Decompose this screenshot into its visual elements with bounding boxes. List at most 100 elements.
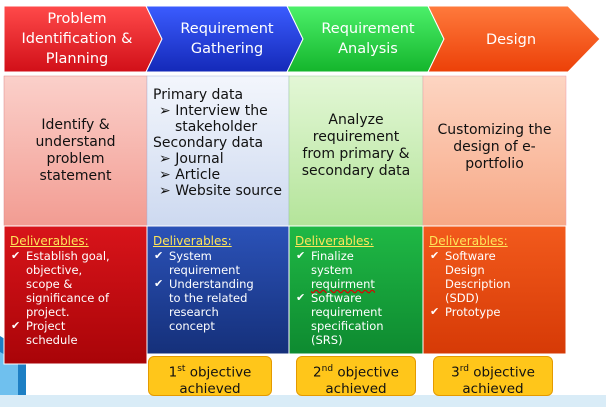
deliverable-text: Finalize: [311, 249, 354, 263]
description-line: Customizing the: [437, 121, 552, 138]
deliverables-heading: Deliverables:: [429, 234, 508, 248]
deliverable-item: ✔ Prototype: [429, 305, 560, 319]
description-line: design of e-: [453, 138, 536, 155]
phase-3-deliverables: Deliverables: ✔ Finalize system requirme…: [289, 226, 423, 354]
objective-ordinal: st: [177, 364, 186, 374]
objective-badge-3: 3rd objective achieved: [433, 356, 553, 397]
deliverable-text: schedule: [26, 333, 78, 347]
description-line: from primary &: [302, 146, 410, 162]
deliverable-text: Description: [445, 277, 511, 291]
deliverable-text: significance of: [26, 291, 110, 305]
deliverable-text: system: [311, 263, 353, 277]
phase-1-title-line: Problem: [47, 11, 107, 27]
deliverables-heading: Deliverables:: [153, 234, 232, 248]
source-item: ➢ Website source: [153, 183, 289, 199]
description-line: statement: [39, 168, 112, 184]
objective-label: objective: [185, 364, 252, 381]
deliverable-text: requirement: [311, 305, 382, 319]
deliverable-text: Software: [445, 249, 496, 263]
objective-ordinal: rd: [459, 364, 469, 374]
check-icon: ✔: [154, 249, 164, 262]
objective-status: achieved: [179, 380, 241, 397]
deliverable-item: ✔ Project schedule: [10, 319, 141, 347]
phase-3-middle-bg: [288, 75, 424, 227]
deliverable-text: requirement: [169, 263, 240, 277]
arrow-bullet-icon: ➢: [159, 103, 171, 119]
deliverable-text: (SDD): [445, 291, 479, 305]
objective-number: 1: [168, 364, 178, 381]
phase-4-deliverables: Deliverables: ✔ Software Design Descript…: [423, 226, 566, 354]
description-line: problem: [46, 151, 105, 167]
source-item-text: Journal: [175, 151, 224, 167]
deliverable-text: concept: [169, 319, 215, 333]
description-line: secondary data: [301, 163, 411, 179]
bottom-strip: [0, 395, 606, 407]
source-item: ➢ Article: [153, 167, 289, 183]
phase-2-deliverables: Deliverables: ✔ System requirement ✔ Und…: [147, 226, 289, 354]
deliverables-heading: Deliverables:: [295, 234, 374, 248]
deliverables-heading: Deliverables:: [10, 234, 89, 248]
phase-2-data-sources: Primary data ➢ Interview the stakeholder…: [147, 76, 289, 226]
objective-badge-1: 1st objective achieved: [148, 356, 272, 397]
arrow-bullet-icon: ➢: [159, 151, 171, 167]
source-item: ➢ Journal: [153, 151, 289, 167]
description-line: understand: [35, 134, 116, 150]
phase-2-middle-bg: [146, 75, 290, 227]
objective-badge-2: 2nd objective achieved: [296, 356, 416, 397]
deliverable-item: ✔ Establish goal, objective, scope & sig…: [10, 249, 141, 319]
deliverable-text: requirment: [311, 277, 375, 291]
check-icon: ✔: [430, 305, 440, 318]
phase-1-deliverables-bg: [3, 225, 148, 365]
description-line: portfolio: [465, 155, 524, 172]
source-item-text: Website source: [175, 183, 282, 199]
arrow-bullet-icon: ➢: [159, 183, 171, 199]
deliverable-text: to the related: [169, 291, 248, 305]
phase-1-title-line: Planning: [45, 51, 109, 67]
check-icon: ✔: [296, 249, 306, 262]
deliverable-text: Project: [26, 319, 66, 333]
phase-3-title-line: Analysis: [338, 41, 398, 57]
source-item: ➢ Interview the: [153, 103, 289, 119]
deliverable-item: ✔ Finalize system requirment: [295, 249, 417, 291]
phase-4-middle-bg: [422, 75, 567, 227]
deliverable-text: scope &: [26, 277, 73, 291]
phase-1-title: Problem Identification & Planning: [8, 9, 146, 69]
arrow-bullet-icon: ➢: [159, 167, 171, 183]
deliverable-item: ✔ Software Design Description (SDD): [429, 249, 560, 305]
deliverable-text: Understanding: [169, 277, 254, 291]
description-line: Identify &: [41, 117, 110, 133]
deliverable-text: Software: [311, 291, 362, 305]
check-icon: ✔: [430, 249, 440, 262]
objective-label: objective: [468, 364, 535, 381]
phase-1-description: Identify & understand problem statement: [4, 76, 147, 226]
left-accent-light: [0, 352, 18, 407]
phase-1-deliverables: Deliverables: ✔ Establish goal, objectiv…: [4, 226, 147, 364]
description-line: Analyze: [328, 112, 384, 128]
source-item-text: Article: [175, 167, 221, 183]
deliverable-text: project.: [26, 305, 70, 319]
objective-status: achieved: [462, 380, 524, 397]
description-line: requirement: [312, 129, 400, 145]
phase-2-deliverables-bg: [146, 225, 290, 355]
secondary-data-heading: Secondary data: [153, 135, 264, 151]
objective-label: objective: [333, 364, 399, 381]
objective-ordinal: nd: [321, 364, 334, 374]
source-item-text: stakeholder: [175, 119, 258, 135]
phase-3-title: Requirement Analysis: [303, 19, 433, 59]
deliverable-text: System: [169, 249, 212, 263]
phase-3-description: Analyze requirement from primary & secon…: [289, 76, 423, 226]
deliverable-text: Prototype: [445, 305, 501, 319]
phase-4-description: Customizing the design of e- portfolio: [423, 76, 566, 226]
phase-4-deliverables-bg: [422, 225, 567, 355]
check-icon: ✔: [11, 319, 21, 332]
check-icon: ✔: [11, 249, 21, 262]
phase-1-middle-bg: [3, 75, 148, 227]
phase-2-title-line: Requirement: [180, 21, 274, 37]
deliverable-text: specification: [311, 319, 384, 333]
source-item-text: Interview the: [175, 103, 268, 119]
phase-2-title: Requirement Gathering: [162, 19, 292, 59]
deliverable-text: objective,: [26, 263, 83, 277]
check-icon: ✔: [154, 277, 164, 290]
phase-4-title: Design: [444, 30, 578, 50]
phase-4-chevron: [427, 5, 601, 73]
